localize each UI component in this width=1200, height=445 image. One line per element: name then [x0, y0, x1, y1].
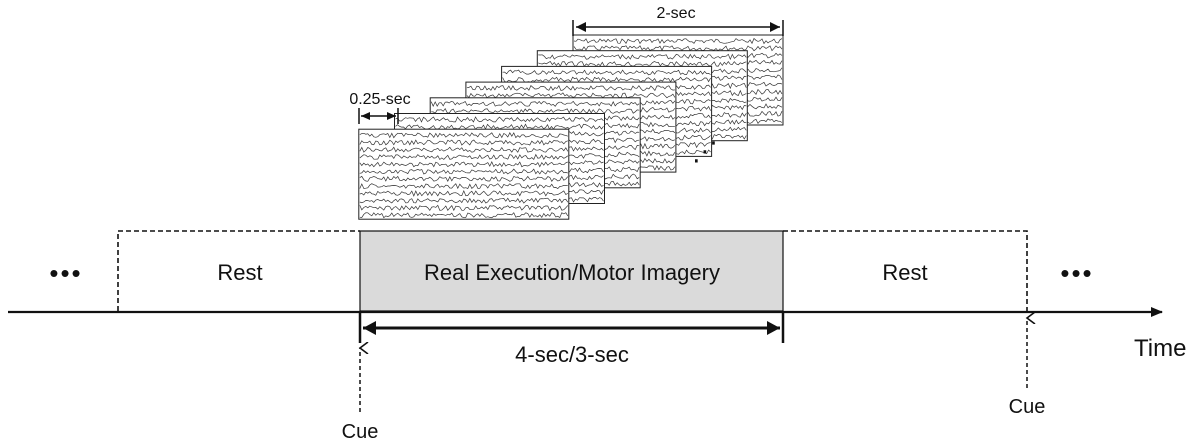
rest-label-right: Rest: [882, 260, 927, 285]
window-length-label: 2-sec: [656, 5, 695, 22]
eeg-window-stack: [358, 34, 784, 220]
window-shift-annotation: [358, 108, 399, 124]
cue-label-right: Cue: [1009, 396, 1046, 418]
task-block: [359, 230, 784, 312]
rest-block-right: [783, 230, 1028, 311]
task-label: Real Execution/Motor Imagery: [424, 260, 720, 285]
time-axis-label: Time: [1134, 335, 1186, 362]
cue-label-left: Cue: [342, 421, 379, 443]
rest-block-left: [117, 230, 360, 311]
window-length-annotation: [572, 20, 784, 36]
ellipsis-right: •••: [1060, 258, 1093, 288]
duration-bracket: [358, 313, 785, 343]
duration-label: 4-sec/3-sec: [515, 342, 629, 367]
window-shift-label: 0.25-sec: [349, 91, 410, 108]
eeg-window-panel: [358, 128, 570, 220]
ellipsis-left: •••: [49, 258, 82, 288]
stack-continuation-dots: ⋰: [692, 136, 718, 166]
rest-label-left: Rest: [217, 260, 262, 285]
